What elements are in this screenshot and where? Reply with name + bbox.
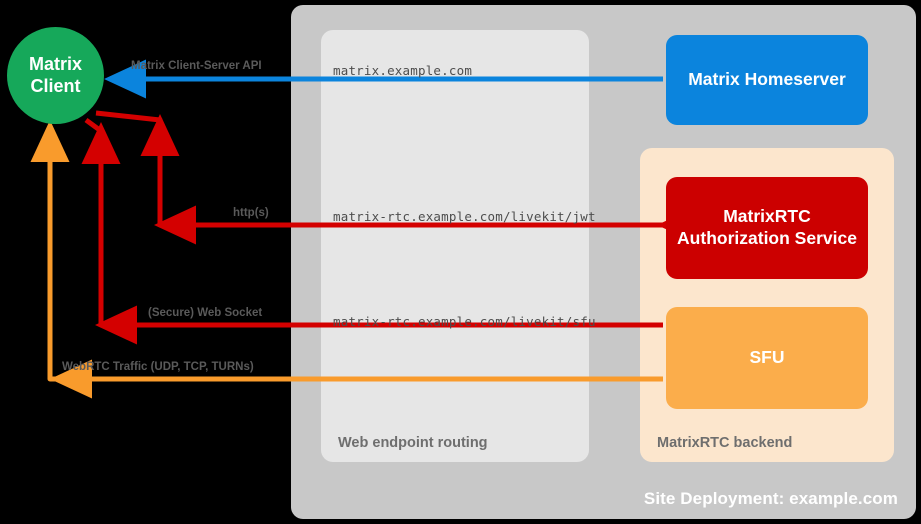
connection-https-label: http(s) [233,207,269,219]
web-endpoint-routing-zone: Web endpoint routing [321,30,589,462]
node-matrix-client[interactable]: Matrix Client [7,27,104,124]
connection-client-server-api-label: Matrix Client-Server API [131,60,262,72]
endpoint-livekit-sfu-label: matrix-rtc.example.com/livekit/sfu [333,314,596,329]
node-matrixrtc-authorization-service-label: MatrixRTC Authorization Service [677,206,857,248]
node-sfu-label: SFU [749,347,785,368]
endpoint-livekit-jwt-label: matrix-rtc.example.com/livekit/jwt [333,209,596,224]
node-sfu[interactable]: SFU [666,307,868,409]
connection-websocket-label: (Secure) Web Socket [148,307,263,319]
node-matrix-client-label-line1: Matrix [28,54,82,75]
connection-webrtc-label: WebRTC Traffic (UDP, TCP, TURNs) [62,361,254,373]
web-endpoint-routing-label: Web endpoint routing [338,435,488,451]
endpoint-matrix-label: matrix.example.com [333,63,473,78]
node-matrix-homeserver[interactable]: Matrix Homeserver [666,35,868,125]
node-matrix-homeserver-label: Matrix Homeserver [688,69,846,90]
node-matrix-client-label-line2: Client [30,75,81,96]
node-matrixrtc-authorization-service[interactable]: MatrixRTC Authorization Service [666,177,868,279]
matrixrtc-backend-label: MatrixRTC backend [657,435,793,451]
site-deployment-label: Site Deployment: example.com [643,489,898,508]
